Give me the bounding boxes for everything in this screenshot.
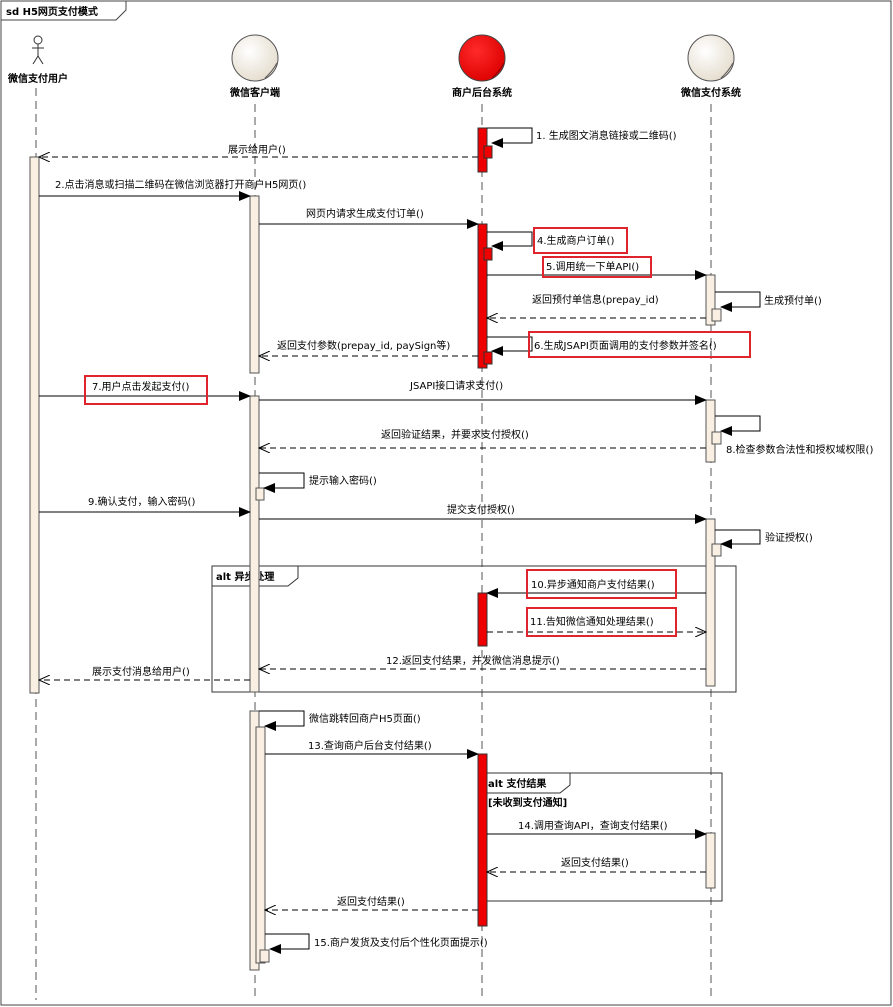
messages [39, 127, 761, 954]
message-label: 展示给用户() [228, 143, 286, 156]
message-label: 11.告知微信通知处理结果() [530, 615, 654, 628]
message-label: 提交支付授权() [447, 503, 515, 516]
message-label: 生成预付单() [764, 294, 822, 307]
message-label: 10.异步通知商户支付结果() [531, 578, 655, 591]
actor-wxpay: 微信支付系统 [680, 34, 741, 99]
highlight-box [526, 569, 677, 599]
frame-tab [0, 0, 127, 21]
activation-client-nested [255, 487, 265, 501]
message-label: 返回支付结果() [561, 856, 629, 869]
message-label: 返回支付结果() [337, 895, 405, 908]
actor-client-label: 微信客户端 [229, 86, 280, 99]
activation-wxpay [705, 399, 716, 463]
activation-client [249, 195, 260, 374]
message-label: 展示支付消息给用户() [92, 665, 190, 678]
message-label: 5.调用统一下单API() [546, 260, 639, 273]
message-label: 7.用户点击发起支付() [92, 380, 189, 393]
activations [29, 127, 722, 971]
actor-wxpay-label: 微信支付系统 [680, 86, 741, 99]
highlight-box [84, 375, 208, 405]
message-arrow [715, 291, 761, 312]
message-arrow [487, 336, 533, 356]
message-label: 6.生成JSAPI页面调用的支付参数并签名() [534, 339, 717, 352]
highlight-box [528, 331, 751, 358]
actor-user: 微信支付用户 [7, 35, 68, 85]
message-label: 网页内请求生成支付订单() [306, 207, 424, 220]
message-arrow [259, 472, 305, 493]
message-label: 返回验证结果，并要求支付授权() [381, 428, 529, 441]
message-label: 提示输入密码() [309, 474, 377, 487]
activation-wxpay-nested [711, 431, 722, 445]
message-label: 15.商户发货及支付后个性化页面提示() [314, 936, 488, 949]
fragment-alt-result-label: alt 支付结果 [488, 777, 547, 790]
activation-client-nested [259, 949, 270, 963]
activation-wxpay-nested [711, 543, 722, 557]
message-label: 4.生成商户订单() [537, 234, 614, 247]
sphere-icon [458, 34, 506, 82]
sphere-icon [687, 34, 735, 82]
message-arrow [487, 127, 533, 148]
sphere-icon [231, 34, 279, 82]
message-label: 2.点击消息或扫描二维码在微信浏览器打开商户H5网页() [55, 178, 306, 191]
activation-wxpay [705, 518, 716, 687]
fragment-alt-result-guard: [未收到支付通知] [488, 796, 567, 809]
activation-merchant [477, 592, 488, 647]
activation-wxpay [705, 832, 716, 889]
fragment-alt-async-label: alt 异步处理 [216, 570, 274, 583]
activation-client-nested [255, 726, 266, 964]
actor-client: 微信客户端 [229, 34, 280, 99]
message-arrow [487, 231, 533, 251]
message-arrow [265, 933, 310, 954]
activation-merchant-nested [483, 145, 493, 159]
activation-merchant-nested [483, 351, 493, 365]
activation-client [249, 395, 260, 693]
message-label: 8.检查参数合法性和授权域权限() [726, 443, 873, 456]
activation-wxpay [705, 274, 716, 326]
actor-merchant: 商户后台系统 [452, 34, 512, 99]
activation-wxpay-nested [711, 308, 722, 322]
activation-merchant [477, 223, 488, 369]
activation-merchant [477, 753, 488, 927]
highlights [84, 227, 751, 637]
actor-user-label: 微信支付用户 [7, 72, 68, 85]
message-arrow [715, 529, 761, 549]
message-label: JSAPI接口请求支付() [409, 379, 503, 392]
highlight-box [526, 607, 677, 637]
message-label: 14.调用查询API，查询支付结果() [518, 819, 668, 832]
highlight-box [533, 227, 628, 254]
stick-figure-icon [32, 35, 44, 65]
message-label: 微信跳转回商户H5页面() [309, 712, 421, 725]
message-arrow [259, 710, 305, 731]
message-label: 12.返回支付结果，并发微信消息提示() [386, 654, 560, 667]
activation-merchant-nested [483, 247, 493, 261]
message-label: 9.确认支付，输入密码() [88, 495, 195, 508]
message-label: 返回预付单信息(prepay_id) [532, 293, 659, 306]
activation-user [29, 156, 40, 694]
frame-title: sd H5网页支付模式 [6, 5, 98, 18]
message-label: 13.查询商户后台支付结果() [308, 739, 432, 752]
message-labels: 1. 生成图文消息链接或二维码() 展示给用户() 2.点击消息或扫描二维码在微… [55, 129, 873, 949]
highlight-box [542, 256, 652, 278]
actor-merchant-label: 商户后台系统 [452, 86, 512, 99]
message-label: 返回支付参数(prepay_id, paySign等) [277, 339, 450, 352]
message-label: 1. 生成图文消息链接或二维码() [536, 129, 677, 142]
message-arrow [715, 415, 761, 436]
message-label: 验证授权() [765, 531, 813, 544]
